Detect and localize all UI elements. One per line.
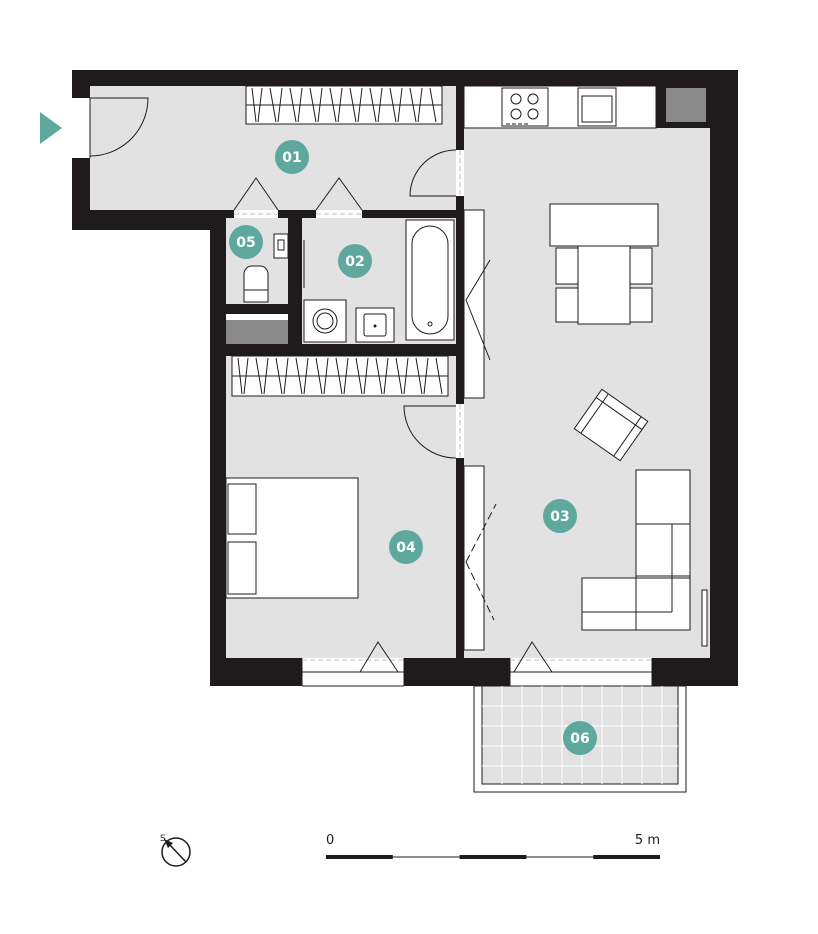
interior-doors	[233, 149, 553, 673]
pillow	[227, 483, 257, 535]
dining-set	[549, 203, 659, 325]
scale-bar: 0 5 m	[326, 833, 660, 859]
entrance-arrow-icon	[40, 112, 62, 144]
dining-table-extension	[577, 245, 631, 325]
bath-door	[315, 177, 363, 211]
compass-letter: S	[160, 834, 166, 844]
bedroom-balcony-door	[359, 641, 399, 673]
living-door	[409, 149, 457, 197]
kitchen-shaft	[666, 88, 706, 122]
room-badge-06: 06	[563, 721, 597, 755]
room-label-04: 04	[396, 540, 416, 556]
bathroom-fixtures	[303, 219, 455, 343]
room-label-05: 05	[236, 235, 255, 251]
scale-start-label: 0	[326, 833, 334, 848]
scale-segment	[459, 855, 527, 859]
room-badge-05: 05	[229, 225, 263, 259]
kitchen-counter	[463, 85, 657, 129]
living-door-opening	[456, 150, 464, 196]
bedroom-door	[403, 405, 457, 459]
dining-chair	[555, 247, 579, 285]
wall-right	[710, 70, 738, 686]
entrance-opening	[72, 98, 90, 158]
wc-door-opening	[234, 210, 278, 218]
bedroom-wardrobe	[231, 355, 449, 397]
wall-wc-bath	[288, 210, 302, 356]
room-label-01: 01	[282, 150, 301, 166]
room-badge-01: 01	[275, 140, 309, 174]
storage-shaft	[226, 320, 288, 344]
armchair	[573, 388, 649, 462]
radiator	[701, 589, 708, 647]
wall-bottom	[210, 658, 738, 686]
north-arrow-icon: S	[160, 834, 191, 867]
cooktop	[501, 87, 549, 127]
scale-segments	[326, 855, 660, 859]
bathtub-drain	[427, 321, 433, 327]
wall-entrance-bottom	[72, 210, 226, 230]
entrance-door	[89, 97, 149, 158]
room-label-02: 02	[345, 254, 364, 270]
sliding-doors	[463, 209, 497, 651]
wc-door	[233, 177, 279, 211]
toilet-tank	[243, 289, 269, 303]
room-badge-02: 02	[338, 244, 372, 278]
sliding-panel-bottom	[463, 465, 485, 651]
room-label-03: 03	[550, 509, 569, 525]
sofa	[581, 469, 708, 647]
wall-bedroom-top	[226, 344, 460, 356]
room-badge-03: 03	[543, 499, 577, 533]
room-badges: 01 02 03 04 05 06	[229, 140, 597, 755]
dining-chair	[629, 287, 653, 323]
pillow	[227, 541, 257, 595]
living-balcony-door	[513, 641, 553, 673]
toilet-fixtures	[243, 233, 289, 303]
wall-top	[72, 70, 738, 86]
bed	[225, 477, 359, 599]
dining-table	[549, 203, 659, 247]
wc-sink-basin	[277, 239, 285, 251]
wall-left	[210, 210, 226, 686]
scale-segment	[593, 855, 660, 859]
balcony	[473, 685, 687, 793]
wall-central	[456, 70, 464, 686]
dining-chair	[555, 287, 579, 323]
washing-machine	[303, 299, 347, 343]
kitchen-worktop	[463, 85, 657, 129]
scale-end-label: 5 m	[635, 833, 660, 848]
door-thresholds	[234, 150, 652, 661]
room-label-06: 06	[570, 731, 589, 747]
bathtub-inner	[411, 225, 449, 335]
bath-door-opening	[316, 210, 362, 218]
scale-segment	[326, 855, 393, 859]
sliding-panel-top	[463, 209, 485, 399]
hall-wardrobe	[245, 85, 443, 125]
room-badge-04: 04	[389, 530, 423, 564]
wall-wc-bottom	[226, 304, 288, 314]
dining-chair	[629, 247, 653, 285]
kitchen-sink-basin	[581, 95, 613, 123]
